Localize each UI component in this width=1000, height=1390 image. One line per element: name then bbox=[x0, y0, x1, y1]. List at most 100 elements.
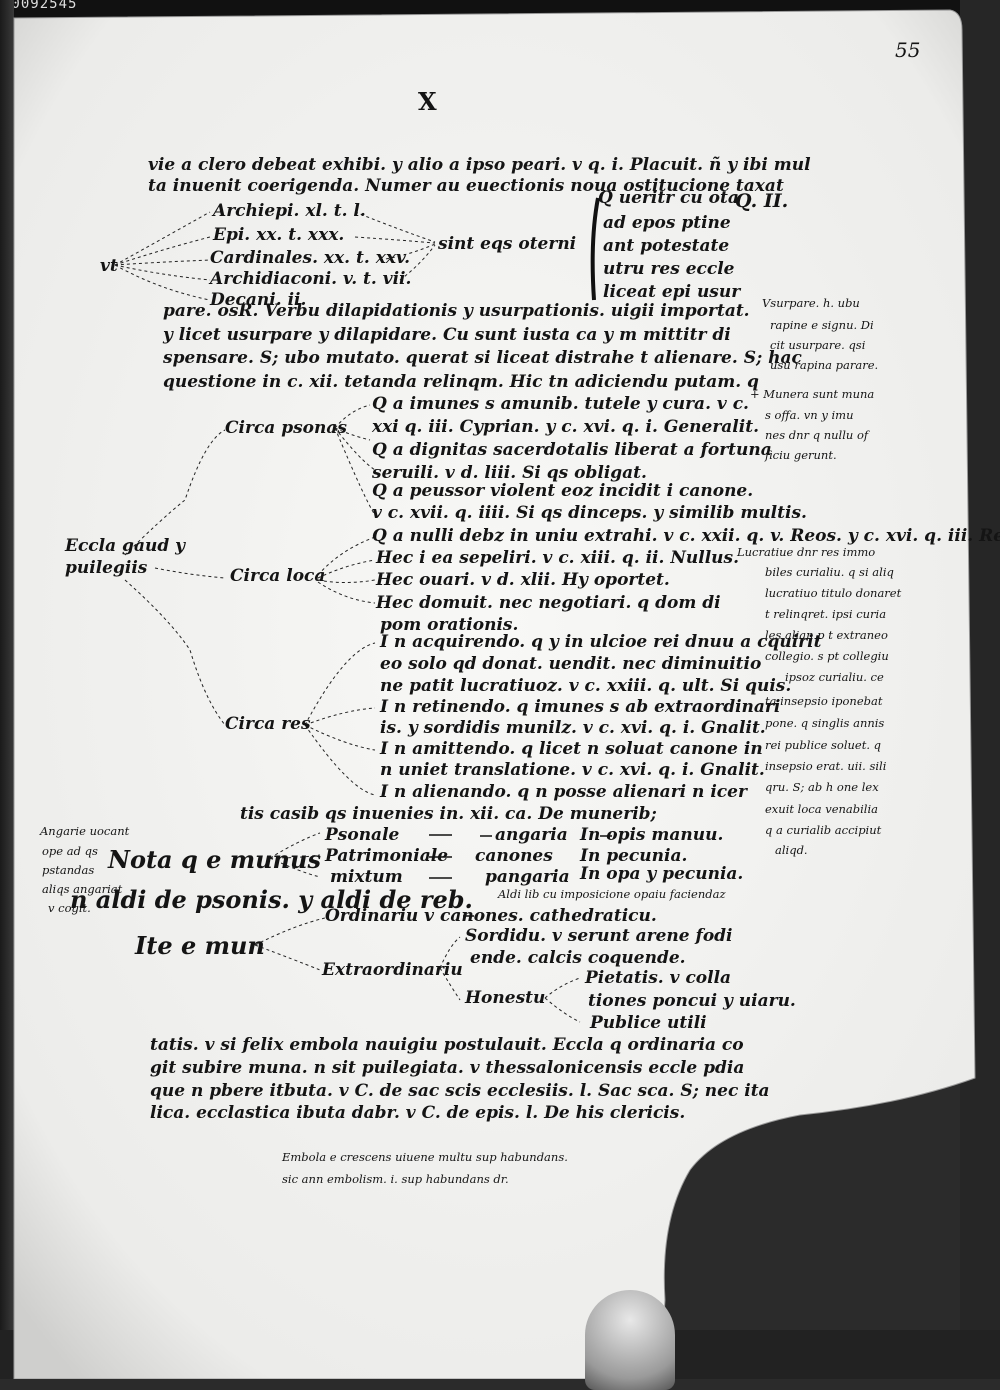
para1-line: pare. osR. Verbu dilapidationis y usurpa… bbox=[163, 301, 750, 321]
gloss-right-line: Vsurpare. h. ubu bbox=[762, 296, 860, 310]
ordinarium-line: Ordinariu v canones. cathedraticu. bbox=[325, 906, 657, 926]
final-para-line: que n pbere itbuta. v C. de sac scis ecc… bbox=[150, 1081, 770, 1101]
munus-mid: angaria bbox=[495, 825, 568, 845]
extraordinarium-label: Extraordinariu bbox=[322, 960, 463, 980]
munus-mid: canones bbox=[475, 846, 553, 866]
ut-label: vt bbox=[100, 256, 118, 276]
personas-line: v c. xvii. q. iiii. Si qs dinceps. y sim… bbox=[372, 503, 807, 523]
branch-res: Circa res bbox=[225, 714, 311, 734]
gloss-right-line: rei publice soluet. q bbox=[765, 738, 882, 752]
gloss-right-line: ipsoz curialiu. ce bbox=[785, 670, 884, 684]
loca-line: pom orationis. bbox=[380, 615, 519, 635]
loca-line: Hec ouari. v d. xlii. Hy oportet. bbox=[376, 570, 670, 590]
right-block-line: Q ueritr cu ota bbox=[598, 188, 739, 208]
loca-line: Hec i ea sepeliri. v c. xiii. q. ii. Nul… bbox=[376, 548, 740, 568]
res-line: I n amittendo. q licet n soluat canone i… bbox=[380, 739, 763, 759]
gloss-left-line: aliqs angariat bbox=[42, 882, 123, 896]
rank-item: Archidiaconi. v. t. vii. bbox=[210, 269, 412, 289]
gloss-left-line: pstandas bbox=[42, 863, 95, 877]
ite-label: Ite e mun bbox=[135, 931, 265, 960]
sordidum-line: ende. calcis coquende. bbox=[470, 948, 686, 968]
final-para-line: tatis. v si felix embola nauigiu postula… bbox=[150, 1035, 744, 1055]
gloss-right-line: s offa. vn y imu bbox=[765, 408, 854, 422]
gloss-right-line: usu rapina parare. bbox=[770, 358, 879, 372]
intro-line: ta inuenit coerigenda. Numer au euection… bbox=[148, 176, 784, 196]
intro-line: vie a clero debeat exhibi. y alio a ipso… bbox=[148, 155, 811, 175]
folio-number: 55 bbox=[895, 38, 921, 62]
gloss-left-line: v cogit. bbox=[48, 901, 91, 915]
footnote-line: Embola e crescens uiuene multu sup habun… bbox=[282, 1150, 568, 1164]
gloss-right-line: aliqd. bbox=[775, 843, 808, 857]
shelfmark: 00092545 bbox=[2, 0, 78, 12]
parchment-leaf bbox=[13, 9, 976, 1379]
gloss-right-line: + Munera sunt muna bbox=[750, 387, 875, 401]
final-para-line: lica. ecclastica ibuta dabr. v C. de epi… bbox=[150, 1103, 686, 1123]
munus-tail: In pecunia. bbox=[580, 846, 688, 866]
personas-line: Q a dignitas sacerdotalis liberat a fort… bbox=[372, 440, 772, 460]
gloss-right-line: insepsio erat. uii. sili bbox=[765, 759, 887, 773]
thumb bbox=[585, 1290, 675, 1390]
gloss-right-line: rapine e signu. Di bbox=[770, 318, 874, 332]
gloss-right-line: lucratiuo titulo donaret bbox=[765, 586, 902, 600]
rank-item: Epi. xx. t. xxx. bbox=[213, 225, 345, 245]
left-edge bbox=[0, 0, 14, 1379]
branch-loca: Circa loca bbox=[230, 566, 326, 586]
footnote-line: sic ann embolism. i. sup habundans dr. bbox=[282, 1172, 509, 1186]
gloss-right-line: les alian p t extraneo bbox=[765, 628, 888, 642]
res-line: eo solo qd donat. uendit. nec diminuitio bbox=[380, 654, 762, 674]
final-para-line: git subire muna. n sit puilegiata. v the… bbox=[150, 1058, 745, 1078]
right-block-line: ad epos ptine bbox=[603, 213, 731, 233]
res-line: ne patit lucratiuoz. v c. xxiii. q. ult.… bbox=[380, 676, 792, 696]
casib-line: tis casib qs inuenies in. xii. ca. De mu… bbox=[240, 804, 657, 824]
personas-line: Q a nulli debz in uniu extrahi. v c. xxi… bbox=[372, 526, 1000, 546]
right-block-line: utru res eccle bbox=[603, 259, 735, 279]
gloss-right-line: cit usurpare. qsi bbox=[770, 338, 866, 352]
gloss-right-line: t relinqret. ipsi curia bbox=[765, 607, 887, 621]
gloss-right-line: nes dnr q nullu of bbox=[765, 428, 869, 442]
mun-gloss: Aldi lib cu imposicione opaiu faciendaz bbox=[498, 887, 726, 901]
munus-label: Patrimoniale bbox=[325, 846, 449, 866]
personas-line: seruili. v d. liii. Si qs obligat. bbox=[372, 463, 647, 483]
branch-personas: Circa psonas bbox=[225, 418, 347, 438]
munus-tail: In opa y pecunia. bbox=[580, 864, 744, 884]
diagram-strokes bbox=[114, 211, 581, 1023]
sint-label: sint eqs oterni bbox=[438, 234, 577, 254]
personas-line: xxi q. iii. Cyprian. y c. xvi. q. i. Gen… bbox=[372, 417, 759, 437]
munus-tail: In opis manuu. bbox=[580, 825, 724, 845]
gloss-right-line: q a curialib accipiut bbox=[765, 823, 882, 837]
root-label: puilegiis bbox=[65, 558, 148, 578]
nota-label: Nota q e munus bbox=[108, 845, 321, 874]
personas-line: Q a peussor violent eoz incidit i canone… bbox=[372, 481, 754, 501]
root-label: Eccla gaud y bbox=[65, 536, 185, 556]
gloss-right-line: exuit loca venabilia bbox=[765, 802, 879, 816]
para1-line: spensare. S; ubo mutato. querat si licea… bbox=[163, 348, 802, 368]
gloss-right-line: Lucratiue dnr res immo bbox=[737, 545, 876, 559]
res-line: is. y sordidis munilz. v c. xvi. q. i. G… bbox=[380, 718, 766, 738]
para1-line: questione in c. xii. tetanda relinqm. Hi… bbox=[163, 372, 759, 392]
munus-mid: pangaria bbox=[485, 867, 570, 887]
res-line: I n alienando. q n posse alienari n icer bbox=[380, 782, 747, 802]
personas-line: Q a imunes s amunib. tutele y cura. v c. bbox=[372, 394, 749, 414]
sordidum-line: Sordidu. v serunt arene fodi bbox=[465, 926, 733, 946]
pietatis-line: Pietatis. v colla bbox=[585, 968, 732, 988]
res-line: I n acquirendo. q y in ulcioe rei dnuu a… bbox=[380, 632, 822, 652]
gloss-right-line: pone. q singlis annis bbox=[765, 716, 885, 730]
mun-line: n aldi de psonis. y aldi de reb. bbox=[70, 885, 473, 914]
rank-item: Cardinales. xx. t. xxv. bbox=[210, 248, 411, 268]
res-line: I n retinendo. q imunes s ab extraordina… bbox=[380, 697, 781, 717]
para1-line: y licet usurpare y dilapidare. Cu sunt i… bbox=[163, 325, 731, 345]
munus-label: mixtum bbox=[330, 867, 403, 887]
gloss-left-line: Angarie uocant bbox=[40, 824, 130, 838]
right-block-line: ant potestate bbox=[603, 236, 730, 256]
honestum-label: Honestu bbox=[465, 988, 546, 1008]
rank-item: Decani. ii. bbox=[210, 290, 307, 310]
loca-line: Hec domuit. nec negotiari. q dom di bbox=[376, 593, 721, 613]
gloss-right-line: ficiu gerunt. bbox=[765, 448, 837, 462]
gloss-right-line: qru. S; ab h one lex bbox=[765, 780, 879, 794]
right-block-line: liceat epi usur bbox=[603, 282, 741, 302]
rank-item: Archiepi. xl. t. l. bbox=[213, 201, 366, 221]
gloss-right-line: biles curialiu. q si aliq bbox=[765, 565, 894, 579]
chapter-mark: X bbox=[418, 87, 437, 116]
munus-label: Psonale bbox=[325, 825, 400, 845]
